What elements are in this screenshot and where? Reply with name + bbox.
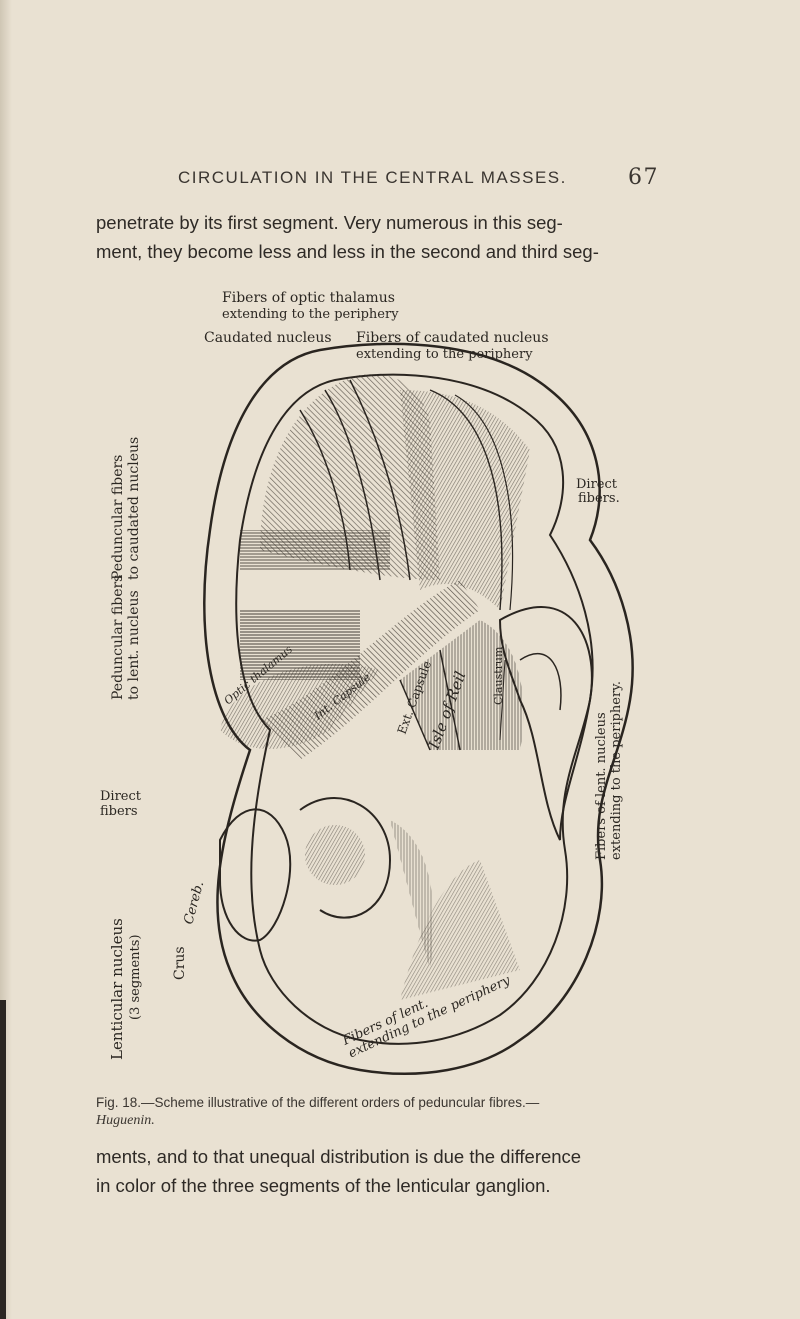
label-lenticular-nucleus: Lenticular nucleus [108,918,126,1060]
label-peduncular-caudated: Peduncular fibers [110,455,126,580]
peduncular-fibres-diagram: Fibers of optic thalamus extending to th… [100,290,634,1075]
label-optic-fibers: Fibers of optic thalamus [222,290,395,306]
label-caudated-fibers: Fibers of caudated nucleus [356,330,549,346]
label-lenticular-segments: (3 segments) [128,934,143,1020]
paragraph-top: penetrate by its first segment. Very num… [96,208,656,266]
text-line: ment, they become less and less in the s… [96,241,599,262]
label-direct-fibers-left: Direct [100,789,142,804]
label-peduncular-caudated-2: to caudated nucleus [126,437,142,580]
text-line: in color of the three segments of the le… [96,1175,551,1196]
label-direct-fibers-right: Direct [576,477,618,492]
label-claustrum: Claustrum [492,646,505,705]
page-number: 67 [628,165,659,190]
caption-attribution: Huguenin. [96,1113,155,1128]
page-binding-edge [0,1000,6,1319]
caudated-nucleus [260,374,440,580]
label-direct-fibers-left-2: fibers [100,804,138,819]
caption-text: Fig. 18.—Scheme illustrative of the diff… [96,1095,540,1110]
label-caudated-fibers-2: extending to the periphery [356,347,533,362]
label-crus: Crus [172,946,188,980]
crus-cerebri [219,808,292,942]
figure-caption: Fig. 18.—Scheme illustrative of the diff… [96,1094,656,1129]
optic-thalamus-region [220,663,380,749]
page-gutter-shadow [0,0,12,1319]
text-line: penetrate by its first segment. Very num… [96,212,563,233]
figure-18: Fibers of optic thalamus extending to th… [100,280,660,1080]
isle-of-reil [498,606,593,841]
running-title: CIRCULATION IN THE CENTRAL MASSES. [178,168,567,187]
label-cereb: Cereb. [181,880,207,926]
paragraph-bottom: ments, and to that unequal distribution … [96,1142,656,1200]
label-peduncular-lent: Peduncular fibers [110,575,126,700]
text-line: ments, and to that unequal distribution … [96,1146,582,1167]
caudated-fibers [400,390,530,610]
bottom-fiber-fan [400,860,520,1000]
label-fibers-lent-right: Fibers of lent. nucleus [594,712,609,860]
outer-cortex-outline [203,342,634,1075]
peduncular-fibers-upper [240,530,390,570]
label-direct-fibers-right-2: fibers. [578,491,620,506]
label-optic-fibers-2: extending to the periphery [222,307,399,322]
label-fibers-lent-right-2: extending to the periphery. [609,681,624,860]
label-caudated-nucleus: Caudated nucleus [204,330,332,346]
label-peduncular-lent-2: to lent. nucleus [126,590,142,700]
lenticular-nucleus [400,620,524,750]
